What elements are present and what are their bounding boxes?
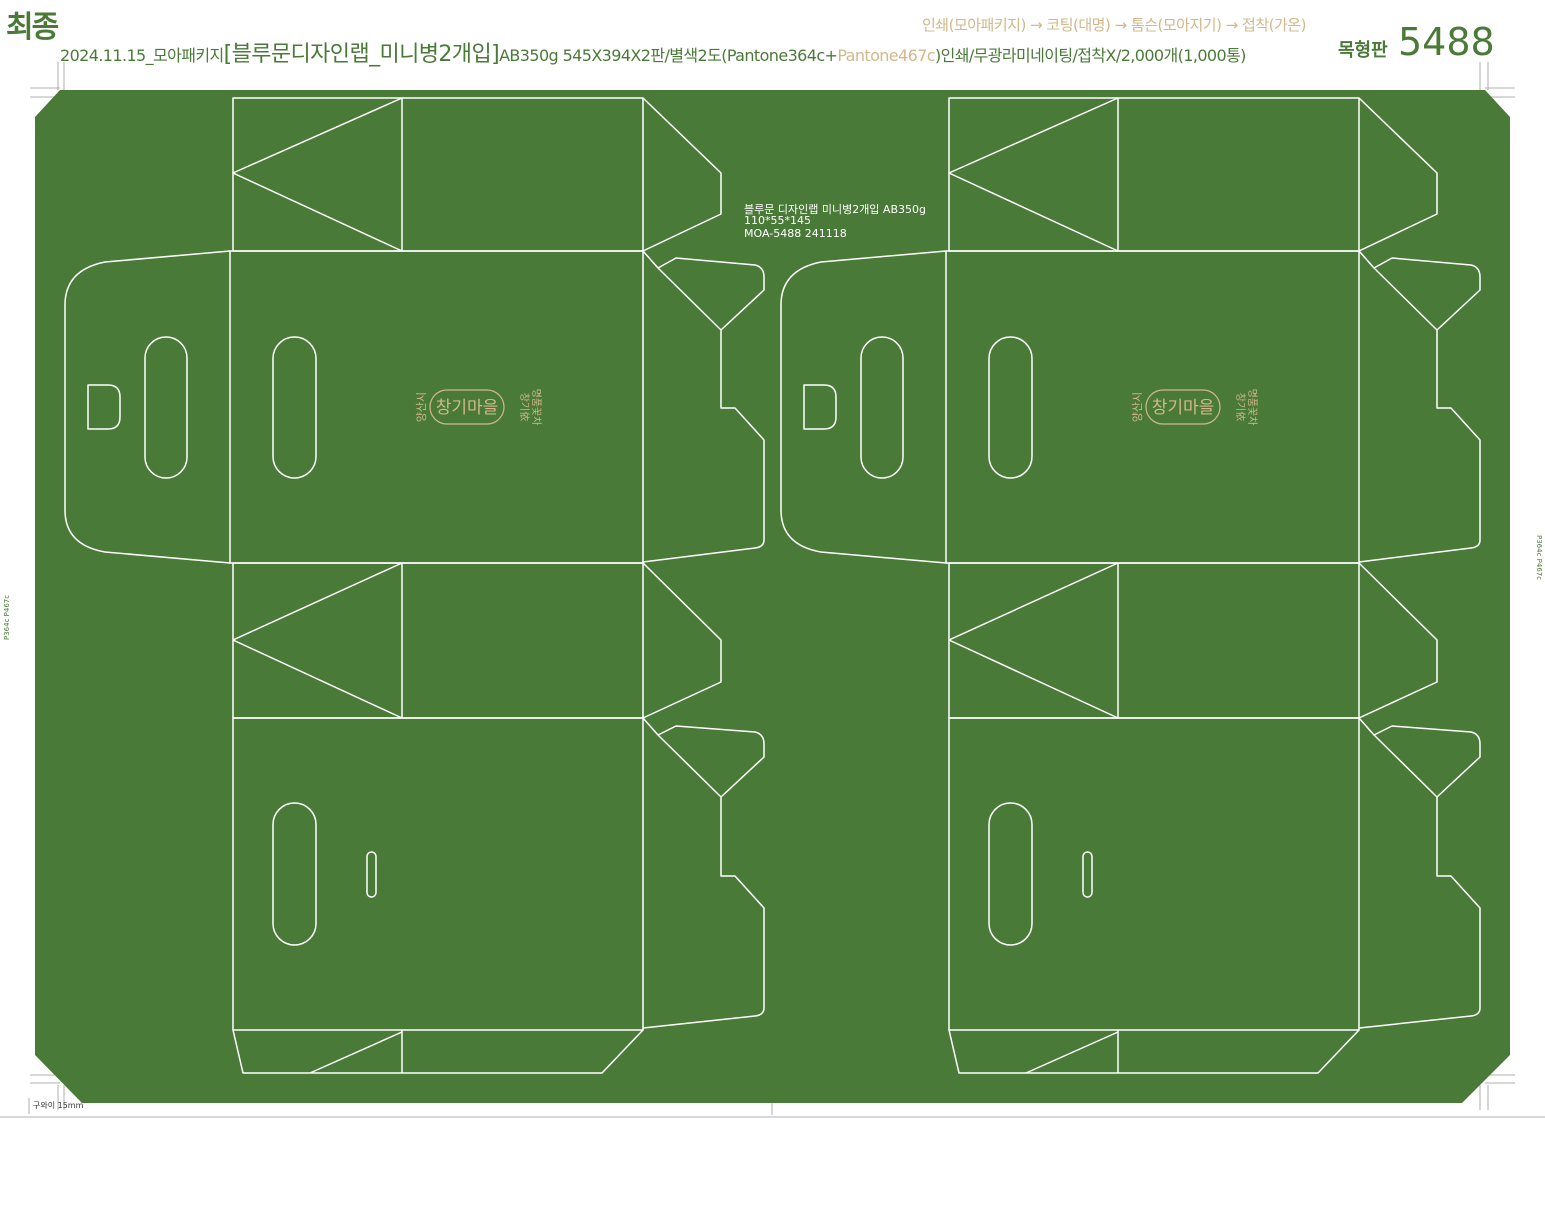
info-line-1: 블루문 디자인랩 미니병2개입 AB350g	[744, 203, 926, 216]
bleed-note: 구와이 15mm	[33, 1101, 84, 1110]
logo-main: 창기마을	[1152, 398, 1215, 418]
spec-b: )인쇄/무광라미네이팅/접착X/2,000개(1,000통)	[935, 46, 1246, 65]
date-prefix: 2024.11.15_모아패키지	[60, 46, 224, 65]
logo-main: 창기마을	[436, 398, 499, 418]
logo-right1: 창기依	[518, 393, 531, 421]
product-name: [블루문디자인랩_미니병2개입]	[223, 42, 500, 67]
logo-right2: 명품꽃차	[530, 389, 542, 426]
info-line-3: MOA-5488 241118	[744, 227, 847, 240]
logo-left: 창기마을 양산시 창기依 명품꽃차	[415, 389, 542, 426]
logo-left-text: 양산시	[415, 392, 428, 422]
die-number: 5488	[1398, 20, 1495, 64]
info-line-2: 110*55*145	[744, 214, 811, 227]
final-status-label: 최종	[6, 10, 59, 45]
crop-marks	[0, 62, 1545, 1118]
spec-pantone2: Pantone467c	[837, 46, 935, 65]
logo-right1: 창기依	[1234, 393, 1247, 421]
center-info: 블루문 디자인랩 미니병2개입 AB350g 110*55*145 MOA-54…	[744, 203, 926, 240]
die-label: 목형판	[1338, 40, 1388, 61]
side-mark-left: P364c P467c	[3, 595, 11, 640]
side-mark-right: P364c P467c	[1535, 535, 1543, 580]
board-background	[35, 90, 1510, 1103]
process-flow: 인쇄(모아패키지) → 코팅(대명) → 톰슨(모아지기) → 접착(가온)	[922, 16, 1306, 34]
spec-a: AB350g 545X394X2판/별색2도(Pantone364c+	[499, 46, 838, 65]
logo-right: 창기마을 양산시 창기依 명품꽃차	[1131, 389, 1258, 426]
spec-line: 2024.11.15_모아패키지[블루문디자인랩_미니병2개입]AB350g 5…	[60, 36, 1246, 68]
logo-right2: 명품꽃차	[1246, 389, 1258, 426]
logo-left-text: 양산시	[1131, 392, 1144, 422]
